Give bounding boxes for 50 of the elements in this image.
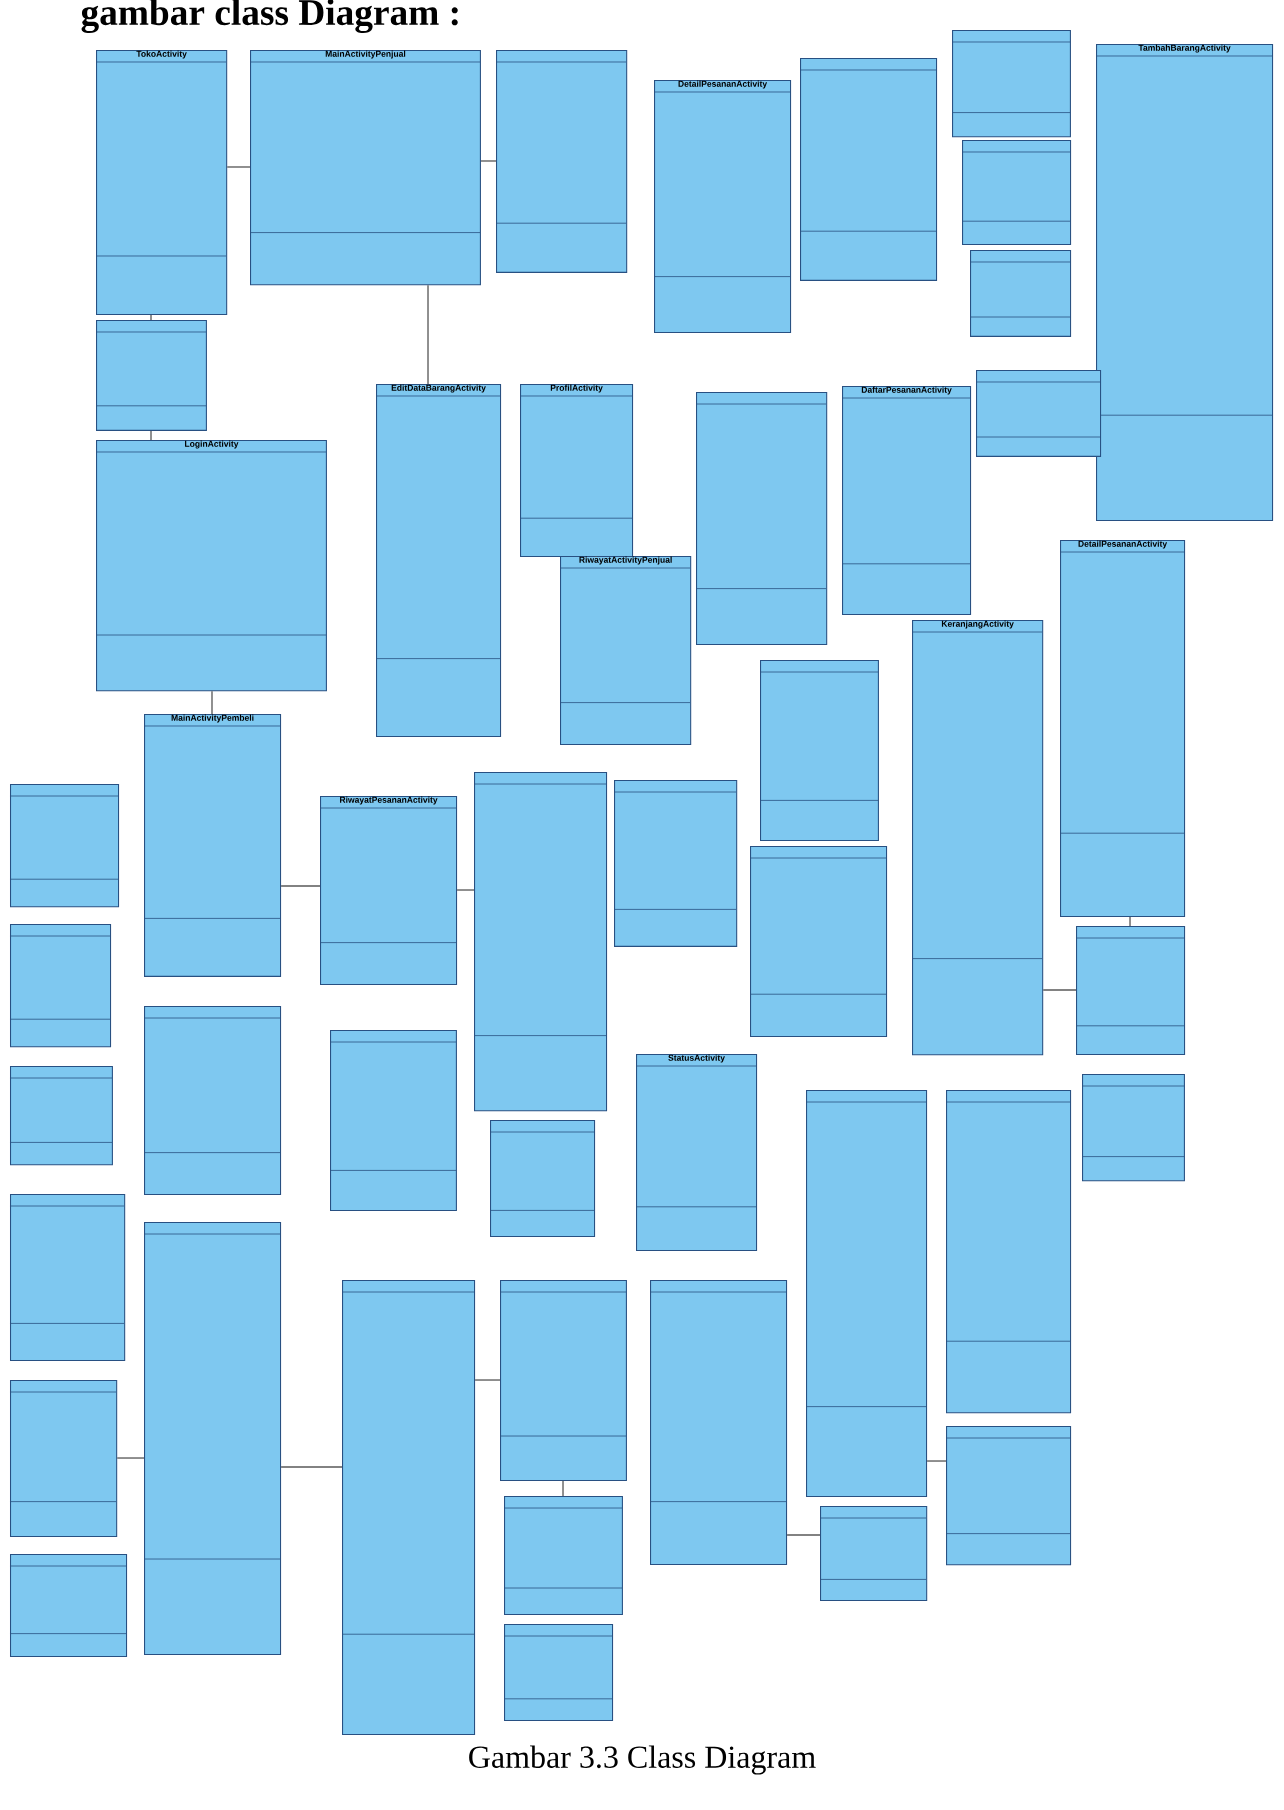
class-box	[495, 50, 628, 273]
class-box	[9, 784, 120, 908]
connector	[562, 1480, 564, 1497]
class-box	[649, 1280, 788, 1566]
connector	[1129, 916, 1131, 927]
connector	[280, 885, 321, 887]
class-box	[969, 250, 1072, 337]
class-box	[9, 1380, 118, 1538]
class-box	[9, 1066, 113, 1166]
class-box	[341, 1280, 476, 1735]
class-box	[489, 1120, 596, 1238]
connector	[480, 160, 497, 162]
connector	[226, 166, 251, 168]
class-box	[9, 924, 112, 1048]
connector	[786, 1534, 821, 1536]
class-box	[805, 1090, 928, 1497]
class-box	[1075, 926, 1186, 1056]
connector	[116, 1457, 145, 1459]
class-box	[749, 846, 888, 1037]
class-box	[9, 1194, 126, 1361]
class-box	[143, 1222, 282, 1656]
connector	[427, 284, 429, 385]
class-box	[499, 1280, 627, 1482]
class-box	[799, 58, 938, 281]
class-box	[473, 772, 608, 1112]
class-box	[975, 370, 1102, 457]
class-box	[945, 1090, 1072, 1414]
connector	[211, 690, 213, 715]
class-box	[1081, 1074, 1185, 1182]
class-box	[329, 1030, 457, 1212]
class-box	[503, 1624, 614, 1722]
class-box	[95, 320, 207, 431]
class-box	[695, 392, 828, 646]
class-box	[9, 1554, 128, 1657]
class-box	[819, 1506, 928, 1601]
connector	[926, 1460, 947, 1462]
connector	[150, 430, 152, 441]
class-box	[961, 140, 1072, 246]
class-box	[759, 660, 879, 842]
connector	[1042, 989, 1077, 991]
connector	[280, 1466, 343, 1468]
class-box	[143, 1006, 282, 1196]
connector	[456, 889, 475, 891]
connector	[474, 1379, 501, 1381]
class-box	[503, 1496, 623, 1615]
class-box	[951, 30, 1071, 138]
connector	[150, 314, 152, 321]
class-box	[613, 780, 738, 947]
caption: Gambar 3.3 Class Diagram	[469, 1745, 816, 1775]
class-box	[945, 1426, 1072, 1566]
